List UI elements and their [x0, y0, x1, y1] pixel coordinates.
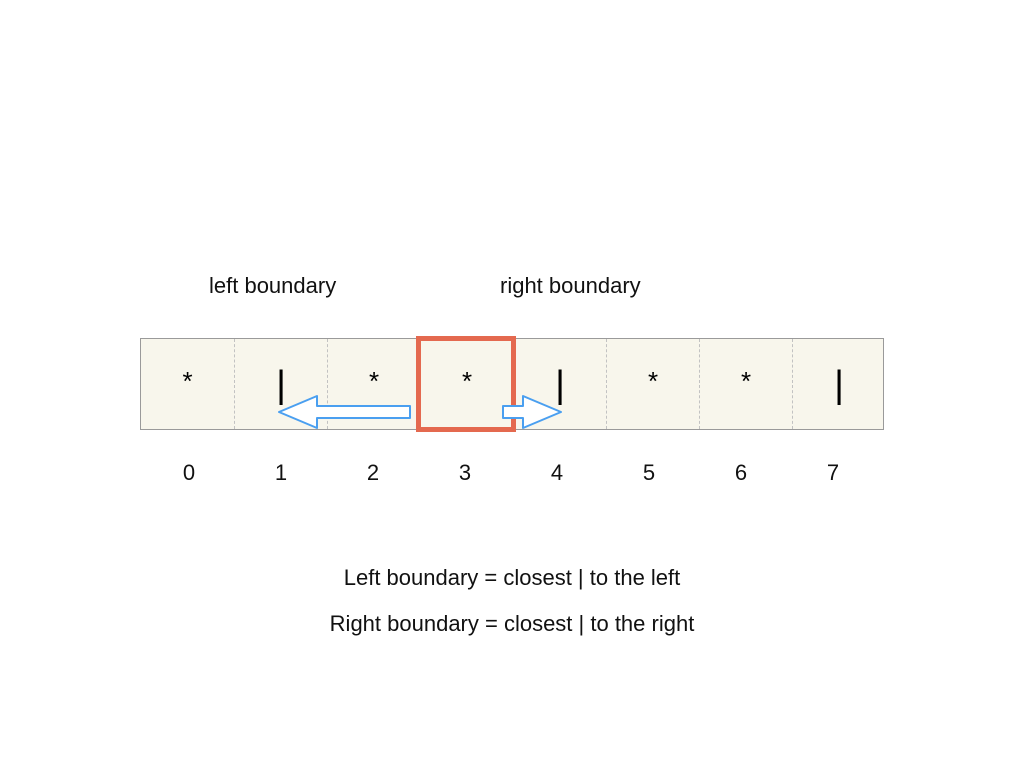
caption-left-boundary: Left boundary = closest | to the left: [343, 565, 681, 590]
array-cell-0: *: [141, 339, 234, 429]
array-cell-6: *: [699, 339, 792, 429]
current-cell-highlight: [416, 336, 516, 432]
index-label: 5: [642, 460, 656, 485]
array-cell-2: *: [327, 339, 420, 429]
array-cell-5: *: [606, 339, 699, 429]
index-label: 7: [826, 460, 840, 485]
right-boundary-label: right boundary: [500, 273, 641, 298]
array-cell-1: |: [234, 339, 327, 429]
cell-symbol: *: [368, 366, 380, 396]
cell-symbol: *: [461, 366, 473, 396]
index-label: 1: [274, 460, 288, 485]
left-boundary-label: left boundary: [209, 273, 337, 298]
caption-right-boundary: Right boundary = closest | to the right: [329, 611, 695, 636]
cell-symbol: |: [555, 364, 565, 406]
array-cell-7: |: [792, 339, 885, 429]
cell-symbol: |: [834, 364, 844, 406]
cell-symbol: |: [276, 364, 286, 406]
array-cell-4: |: [513, 339, 606, 429]
index-label: 0: [182, 460, 196, 485]
cell-symbol: *: [740, 366, 752, 396]
cell-symbol: *: [647, 366, 659, 396]
index-label: 4: [550, 460, 564, 485]
cell-symbol: *: [182, 366, 193, 396]
index-label: 2: [366, 460, 380, 485]
index-label: 3: [458, 460, 472, 485]
index-label: 6: [734, 460, 748, 485]
